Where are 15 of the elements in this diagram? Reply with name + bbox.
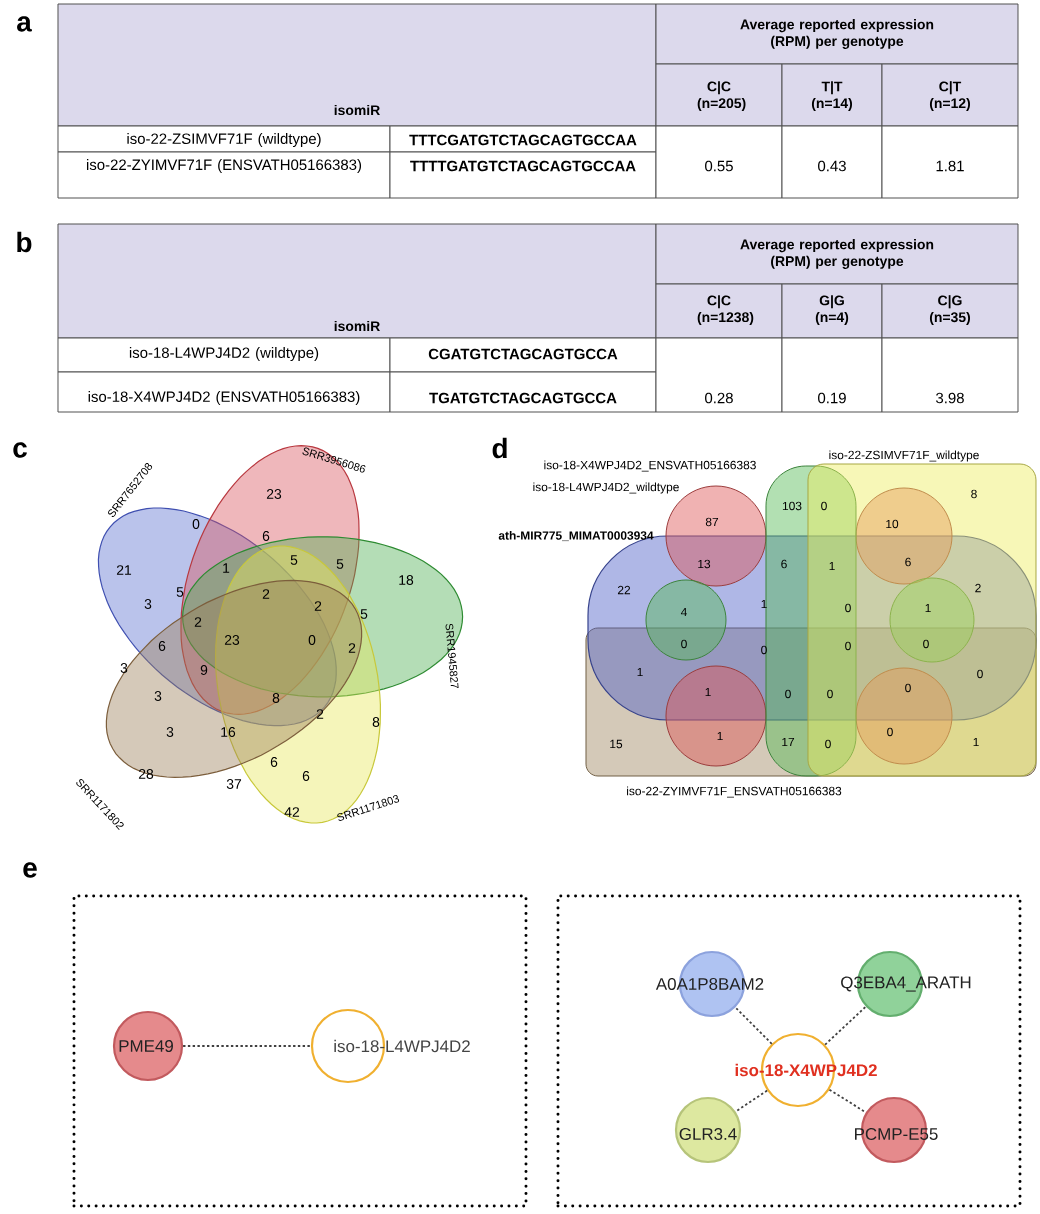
panel-letter: d xyxy=(492,437,507,459)
connector-line xyxy=(182,1045,312,1047)
panel-letter: a xyxy=(17,16,32,32)
network-node: PME49 xyxy=(112,1010,184,1082)
connector-line xyxy=(824,1005,867,1046)
network-node: A0A1P8BAM2 xyxy=(655,950,764,1018)
dotted-frame xyxy=(72,894,528,1208)
panel-letter: c xyxy=(13,442,27,458)
dotted-frame xyxy=(556,894,1022,1208)
network-node: GLR3.4 xyxy=(674,1096,742,1164)
connector-line xyxy=(734,1006,773,1045)
panel-letter: e xyxy=(23,862,37,878)
panel-letter: b xyxy=(17,231,32,253)
connector-line xyxy=(734,1089,768,1113)
connector-line xyxy=(828,1088,867,1114)
